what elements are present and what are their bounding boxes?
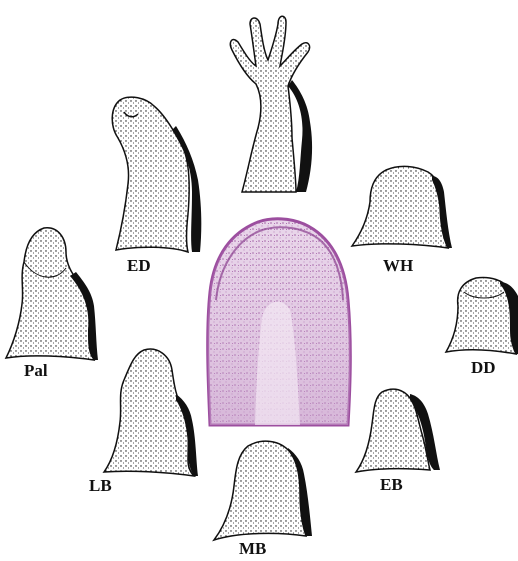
limb-wh <box>352 166 452 248</box>
limb-dd <box>446 278 518 355</box>
label-pal: Pal <box>24 362 48 379</box>
limb-ed <box>112 97 201 252</box>
label-lb: LB <box>89 477 112 494</box>
limb-pal <box>6 228 98 360</box>
limb-lb <box>104 349 198 476</box>
histology-section <box>208 219 351 425</box>
label-dd: DD <box>471 359 496 376</box>
label-eb: EB <box>380 476 403 493</box>
label-mb: MB <box>239 540 266 557</box>
limb-top-digits <box>230 16 312 192</box>
limb-mb <box>214 441 312 540</box>
label-wh: WH <box>383 257 413 274</box>
limb-eb <box>356 389 440 472</box>
label-ed: ED <box>127 257 151 274</box>
